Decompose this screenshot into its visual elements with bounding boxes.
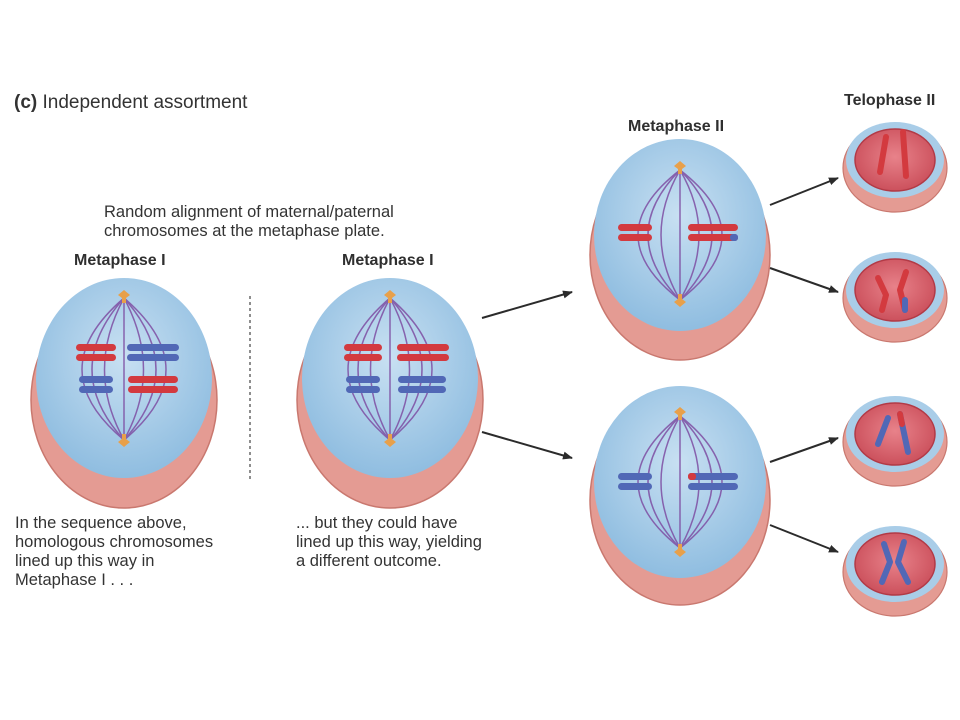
metaphase-2-cell-lower	[589, 386, 771, 606]
caption-line: lined up this way, yielding	[296, 533, 482, 551]
chromosome-paternal	[875, 411, 911, 455]
stage-label-metaphase-2: Metaphase II	[628, 118, 725, 135]
chromosome-pair-maternal	[76, 344, 116, 361]
caption-line: Metaphase I . . .	[15, 571, 134, 589]
arrow-to-telophase-4	[769, 524, 839, 553]
metaphase-1-cell-left	[30, 278, 218, 509]
chromosome-maternal	[877, 129, 909, 179]
centrosome	[384, 434, 396, 447]
centrosome	[674, 161, 686, 174]
arrow-to-telophase-3	[769, 437, 839, 463]
chromosome-pair-paternal	[346, 376, 380, 393]
chromosome-paternal	[618, 473, 652, 490]
spindle-fibers	[637, 415, 723, 549]
caption-line: a different outcome.	[296, 552, 442, 570]
chromosome-pair-maternal	[397, 344, 449, 361]
centrosome	[674, 544, 686, 557]
chromosome-maternal	[688, 224, 738, 241]
metaphase-2-cell-upper	[589, 139, 771, 361]
centrosome	[674, 407, 686, 420]
arrow-to-telophase-2	[769, 267, 839, 293]
caption-line: ... but they could have	[296, 514, 458, 532]
chromosome-paternal	[879, 539, 911, 585]
stage-label-telophase-2: Telophase II	[844, 92, 936, 109]
centrosome	[118, 290, 130, 303]
random-alignment-caption: Random alignment of maternal/paternal ch…	[104, 203, 394, 241]
stage-label-metaphase-1-right: Metaphase I	[342, 252, 434, 269]
left-cell-caption: In the sequence above, homologous chromo…	[15, 514, 213, 590]
telophase-2-cell-1	[842, 122, 948, 213]
caption-line: lined up this way in	[15, 552, 155, 570]
telophase-2-cell-2	[842, 252, 948, 343]
chromosome-pair-paternal	[127, 344, 179, 361]
centrosome	[118, 434, 130, 447]
chromosome-maternal	[875, 269, 909, 313]
chromosome-maternal	[618, 224, 652, 241]
metaphase-1-cell-right	[296, 278, 484, 509]
telophase-2-cell-3	[842, 396, 948, 487]
stage-label-metaphase-1-left: Metaphase I	[74, 252, 166, 269]
caption-line: chromosomes at the metaphase plate.	[104, 222, 385, 240]
part-label: (c)	[14, 92, 38, 113]
chromosome-pair-maternal	[128, 376, 178, 393]
chromosome-paternal	[688, 473, 738, 490]
telophase-2-cell-4	[842, 526, 948, 617]
centrosome	[674, 294, 686, 307]
centrosome	[384, 290, 396, 303]
spindle-fibers	[81, 297, 167, 441]
spindle-fibers	[347, 297, 433, 441]
chromosome-pair-paternal	[398, 376, 446, 393]
caption-line: homologous chromosomes	[15, 533, 214, 551]
right-cell-caption: ... but they could have lined up this wa…	[296, 514, 482, 571]
arrow-to-lower-metaphase-2	[481, 431, 573, 460]
part-title: (c) Independent assortment	[14, 92, 247, 114]
arrow-to-upper-metaphase-2	[481, 290, 573, 319]
caption-line: In the sequence above,	[15, 514, 187, 532]
caption-line: Random alignment of maternal/paternal	[104, 203, 394, 221]
chromosome-pair-maternal	[344, 344, 382, 361]
arrow-to-telophase-1	[769, 177, 839, 206]
part-title-text: Independent assortment	[42, 92, 248, 113]
chromosome-pair-paternal	[79, 376, 113, 393]
